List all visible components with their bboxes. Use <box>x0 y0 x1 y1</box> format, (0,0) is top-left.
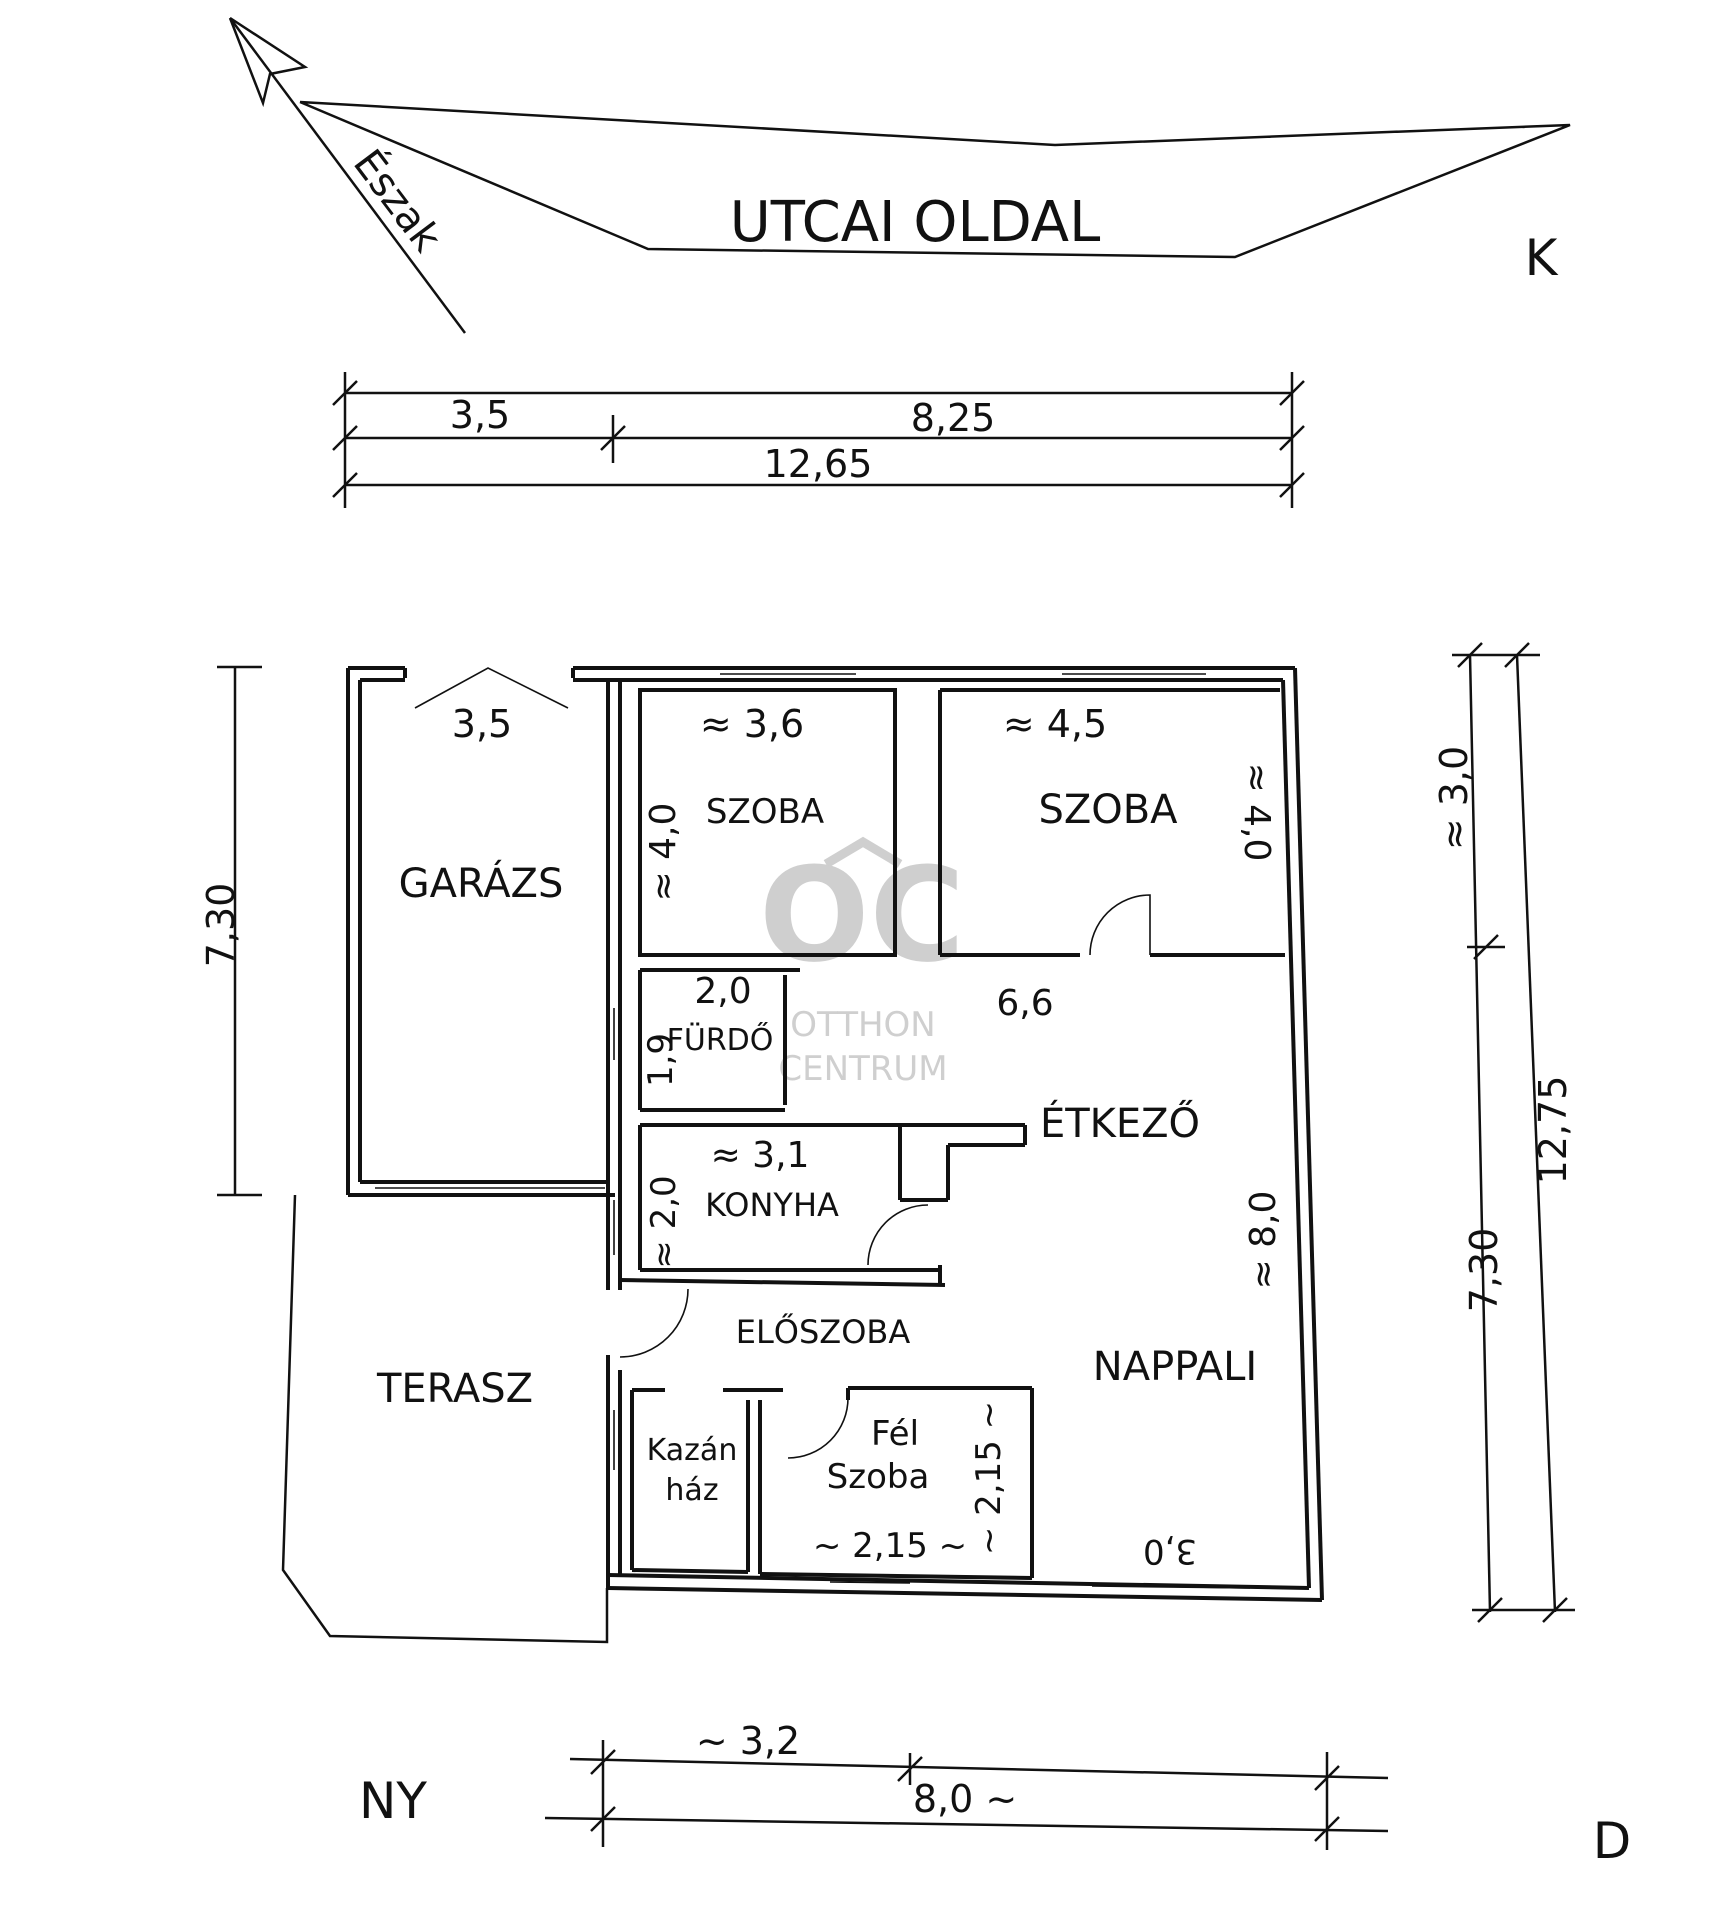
dim-top-a: 3,5 <box>450 393 510 437</box>
north-arrow-icon <box>228 16 467 334</box>
right-dimension-lines <box>1452 642 1575 1623</box>
room1-depth: ≈ 4,0 <box>643 803 684 902</box>
interior-walls <box>619 688 1285 1580</box>
kitchen-depth: ≈ 2,0 <box>644 1175 684 1268</box>
east-label: K <box>1525 229 1559 287</box>
room2-depth: ≈ 4,0 <box>1236 763 1277 862</box>
living-window: 3,0 <box>1143 1531 1197 1571</box>
garage-door <box>414 667 569 709</box>
bath-width: 2,0 <box>694 971 751 1012</box>
halfroom-width: ~ 2,15 ~ <box>813 1526 967 1566</box>
dim-right-b: 7,30 <box>1462 1228 1506 1313</box>
dim-right-total: 12,75 <box>1531 1076 1575 1185</box>
garage-name: GARÁZS <box>399 859 564 907</box>
room1-name: SZOBA <box>706 792 824 832</box>
outer-walls <box>346 666 1324 1602</box>
windows <box>375 673 1251 1589</box>
boiler-line1: Kazán <box>647 1433 738 1468</box>
south-label: D <box>1593 1812 1632 1870</box>
top-dimension-lines <box>332 372 1305 508</box>
terrace-outline <box>281 1194 609 1644</box>
west-label: NY <box>359 1772 427 1830</box>
dim-bottom-total: 8,0 ~ <box>913 1777 1017 1821</box>
watermark-logo <box>823 836 903 868</box>
terrace-name: TERASZ <box>376 1366 533 1412</box>
halfroom-line2: Szoba <box>827 1457 930 1497</box>
living-name: NAPPALI <box>1093 1344 1257 1390</box>
dining-width: 6,6 <box>996 983 1053 1024</box>
bath-name: FÜRDŐ <box>667 1021 774 1058</box>
dim-right-a: ≈ 3,0 <box>1432 746 1476 850</box>
street-label: UTCAI OLDAL <box>730 190 1101 255</box>
dim-top-b: 8,25 <box>911 396 996 440</box>
kitchen-width: ≈ 3,1 <box>711 1135 810 1176</box>
doors <box>619 894 1151 1459</box>
dim-bottom-a: ~ 3,2 <box>696 1719 800 1763</box>
left-dimension-line <box>217 665 262 1197</box>
watermark-oc: OC <box>759 839 965 991</box>
room2-width: ≈ 4,5 <box>1003 702 1107 746</box>
dim-left-garage: 7,30 <box>199 883 243 968</box>
bath-depth: 1,9 <box>641 1033 681 1087</box>
garage-width: 3,5 <box>452 702 512 746</box>
halfroom-depth: ~ 2,15 ~ <box>969 1401 1009 1555</box>
boiler-line2: ház <box>665 1473 718 1508</box>
bottom-dimension-lines <box>544 1740 1389 1850</box>
dining-name: ÉTKEZŐ <box>1040 1098 1200 1147</box>
kitchen-name: KONYHA <box>705 1186 839 1224</box>
dim-top-total: 12,65 <box>764 442 873 486</box>
living-depth: ≈ 8,0 <box>1243 1191 1284 1290</box>
watermark-line2: CENTRUM <box>778 1049 947 1089</box>
room1-width: ≈ 3,6 <box>700 702 804 746</box>
street-outline <box>299 100 1571 259</box>
halfroom-line1: Fél <box>871 1414 919 1454</box>
hall-name: ELŐSZOBA <box>736 1312 911 1351</box>
watermark-line1: OTTHON <box>790 1005 935 1045</box>
room2-name: SZOBA <box>1038 787 1178 833</box>
